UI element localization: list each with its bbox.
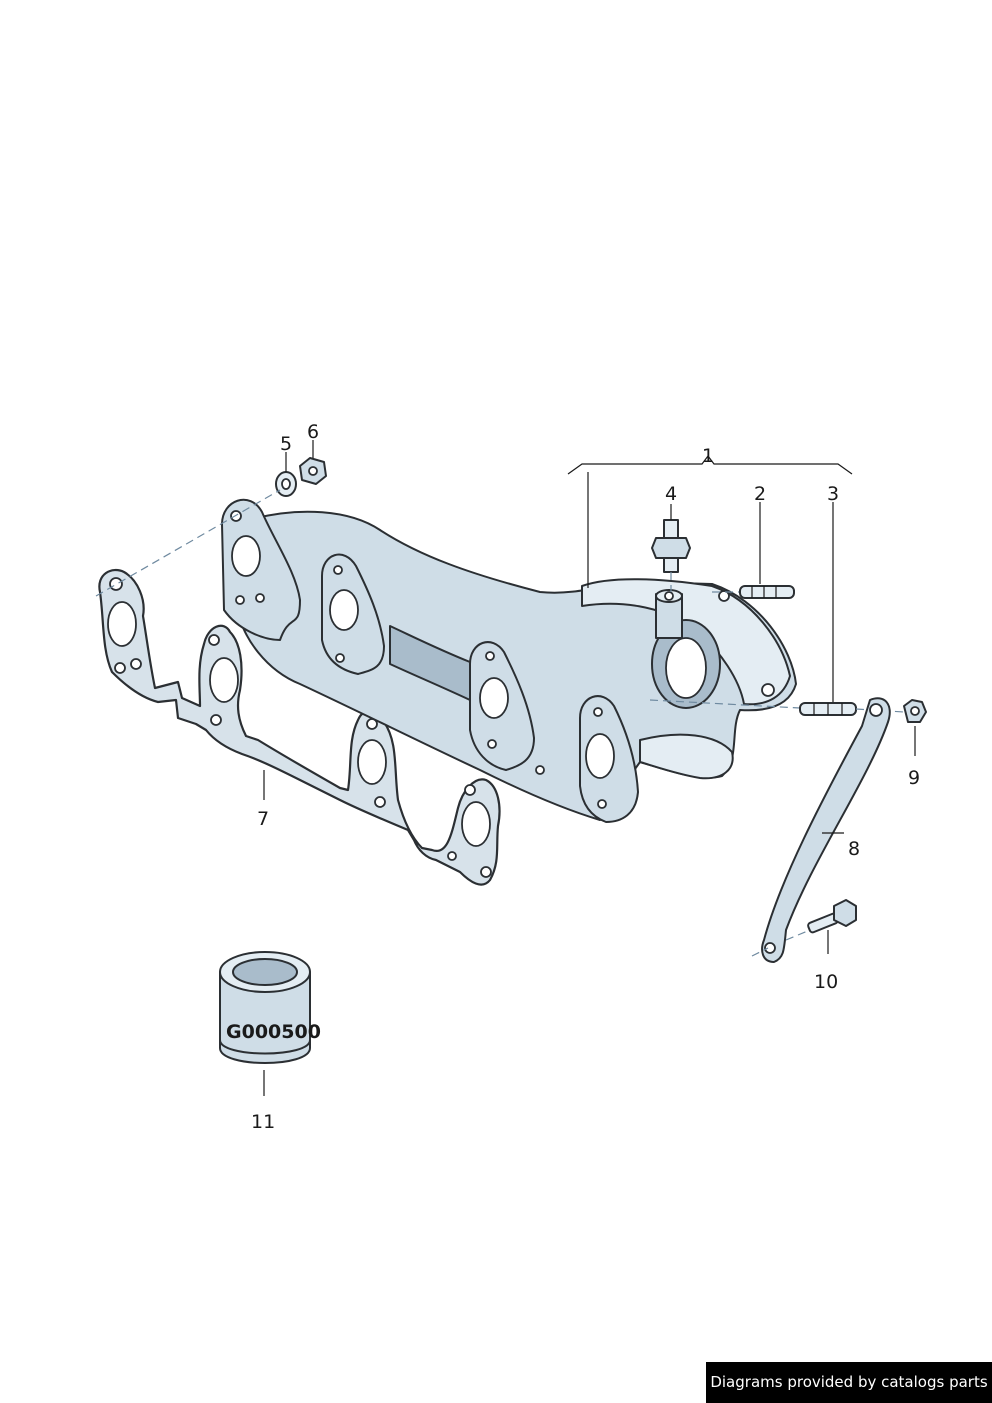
stud-fitting [651, 519, 691, 592]
sleeve-code-label: G000500 [226, 1021, 321, 1043]
callout-8: 8 [848, 838, 860, 860]
manifold-gasket [98, 568, 501, 886]
callout-2: 2 [754, 483, 766, 505]
credit-text: Diagrams provided by catalogs parts [710, 1373, 988, 1391]
callout-1: 1 [702, 445, 714, 467]
callout-7: 7 [257, 808, 269, 830]
callout-3: 3 [827, 483, 839, 505]
leader-lines [263, 440, 916, 1096]
callout-6: 6 [307, 421, 319, 443]
callout-9: 9 [908, 767, 920, 789]
callout-4: 4 [665, 483, 677, 505]
hex-nut-left [299, 457, 327, 485]
credit-banner: Diagrams provided by catalogs parts [706, 1362, 992, 1403]
stud-long [649, 699, 905, 716]
callout-10: 10 [814, 971, 838, 993]
sleeve-part: G000500 [219, 951, 321, 1064]
hex-nut-right [903, 699, 927, 723]
washer [275, 471, 297, 497]
alignment-line-left [95, 489, 281, 597]
callout-5: 5 [280, 433, 292, 455]
stud [712, 585, 795, 599]
callout-11: 11 [251, 1111, 275, 1133]
support-bracket [751, 697, 891, 963]
hex-bolt [785, 899, 857, 941]
exhaust-manifold [221, 499, 797, 823]
